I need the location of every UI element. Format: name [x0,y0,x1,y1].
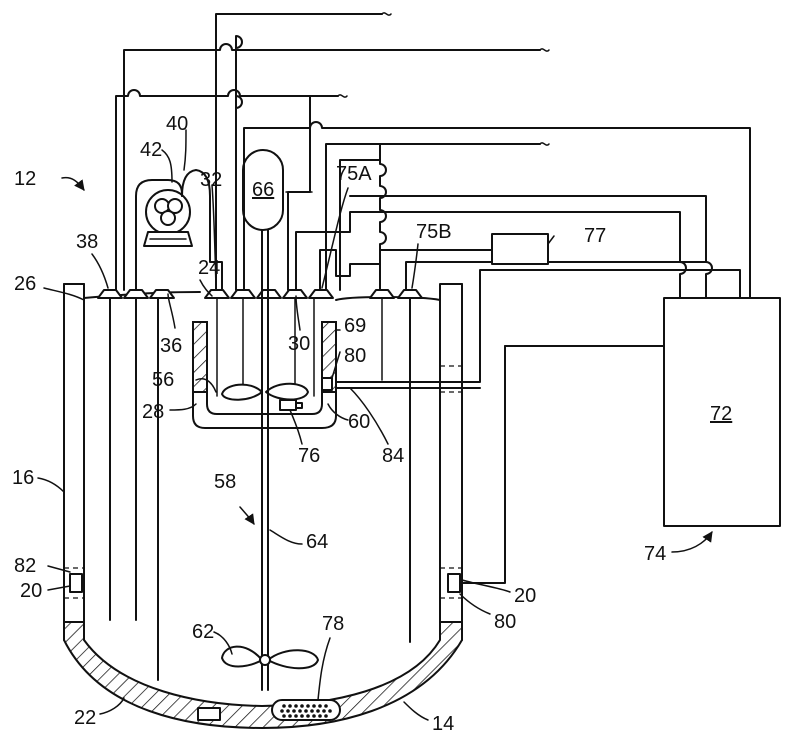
dip-tubes [109,297,411,681]
label-76: 76 [298,445,320,467]
label-42: 42 [140,139,162,161]
controller-box [663,297,781,527]
pump-loop [135,179,183,291]
label-30: 30 [288,333,310,355]
label-38: 38 [76,231,98,253]
label-74: 74 [644,543,666,565]
label-40: 40 [166,113,188,135]
pump [143,189,193,247]
label-66: 66 [252,179,274,201]
reference-labels: 12 14 16 20 20 22 24 26 28 30 32 36 38 4… [12,113,732,735]
agitator [221,229,319,691]
label-64: 64 [306,531,328,553]
label-77: 77 [584,225,606,247]
label-75A: 75A [336,163,372,185]
inner-vessel [192,297,337,429]
small-impeller-left [221,383,263,401]
impeller-blade-right [267,649,319,670]
label-58: 58 [214,471,236,493]
label-72: 72 [710,403,732,425]
outer-vessel [63,283,463,730]
label-62: 62 [192,621,214,643]
label-22: 22 [74,707,96,729]
right-baffle [439,283,463,623]
label-80-upper: 80 [344,345,366,367]
impeller-blade-left [221,645,263,668]
label-20-right: 20 [514,585,536,607]
label-56: 56 [152,369,174,391]
label-80-lower: 80 [494,611,516,633]
label-28: 28 [142,401,164,423]
label-14: 14 [432,713,454,735]
label-84: 84 [382,445,404,467]
label-36: 36 [160,335,182,357]
label-26: 26 [14,273,36,295]
label-12: 12 [14,168,36,190]
inner-vessel-wall-left [192,321,208,393]
heater-element [271,699,341,721]
label-20-left: 20 [20,580,42,602]
leader-lines [37,129,713,721]
label-60: 60 [348,411,370,433]
label-69: 69 [344,315,366,337]
label-82: 82 [14,555,36,577]
sensor-right [447,573,461,593]
small-impeller-right [265,382,309,401]
inner-sensor [279,399,297,411]
label-16: 16 [12,467,34,489]
label-78: 78 [322,613,344,635]
pump-line [181,169,223,291]
drain-port [197,707,221,721]
inner-fitting [321,377,333,391]
label-75B: 75B [416,221,452,243]
sensor-left [69,573,83,593]
label-32: 32 [200,169,222,191]
device-77-box [491,233,549,265]
label-24: 24 [198,257,220,279]
